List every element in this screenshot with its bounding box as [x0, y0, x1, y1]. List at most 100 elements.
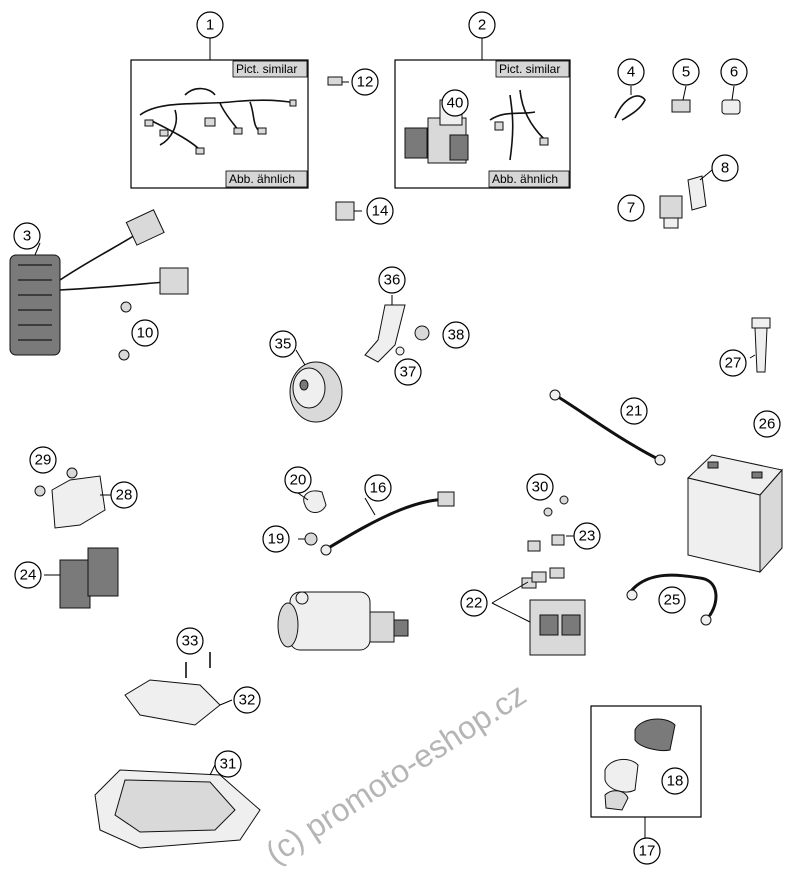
ground-cable [549, 389, 666, 466]
callout-10: 10 [131, 319, 159, 347]
callout-30: 30 [526, 473, 554, 501]
relay-holder-plate [687, 175, 707, 211]
handlebar-switch-box [590, 705, 702, 818]
callout-38: 38 [442, 321, 470, 349]
callout-20: 20 [284, 466, 312, 494]
svg-text:17: 17 [639, 843, 656, 860]
horn-washer [395, 346, 405, 356]
harness-aux-label-bottom: Abb. ähnlich [488, 170, 570, 188]
svg-text:Pict. similar: Pict. similar [236, 62, 297, 76]
svg-text:10: 10 [137, 325, 154, 342]
svg-text:14: 14 [372, 203, 389, 220]
svg-text:22: 22 [466, 595, 483, 612]
callout-33: 33 [176, 627, 204, 655]
callout-24: 24 [14, 561, 42, 589]
callout-18: 18 [661, 767, 689, 795]
battery-tray [94, 769, 261, 849]
screw-30b [559, 495, 569, 505]
svg-text:37: 37 [400, 364, 417, 381]
svg-text:1: 1 [206, 17, 214, 34]
svg-text:Abb. ähnlich: Abb. ähnlich [492, 172, 558, 186]
svg-text:30: 30 [532, 479, 549, 496]
handlebar-switch-illustration [604, 718, 676, 811]
relay-small [659, 195, 683, 229]
harness-main-label-top: Pict. similar [232, 60, 308, 78]
svg-text:35: 35 [275, 336, 292, 353]
svg-text:18: 18 [667, 773, 684, 790]
harness-main-box: Pict. similar Abb. ähnlich [130, 59, 309, 189]
relay-cover-a [59, 559, 91, 609]
grommet-clip [721, 99, 741, 115]
screw-30a [543, 507, 553, 517]
harness-aux-label-top: Pict. similar [495, 60, 570, 78]
relay-cover-b [87, 547, 119, 597]
svg-text:Abb. ähnlich: Abb. ähnlich [229, 172, 295, 186]
svg-text:36: 36 [384, 272, 401, 289]
svg-text:3: 3 [23, 228, 31, 245]
horn-nut [414, 325, 430, 341]
svg-text:25: 25 [664, 592, 681, 609]
callout-8: 8 [711, 154, 739, 182]
callout-31: 31 [214, 750, 242, 778]
svg-text:20: 20 [290, 472, 307, 489]
starter-cable [320, 491, 455, 556]
svg-text:33: 33 [182, 633, 199, 650]
callout-3: 3 [13, 222, 41, 250]
svg-text:7: 7 [627, 200, 635, 217]
svg-text:38: 38 [448, 327, 465, 344]
callout-19: 19 [262, 525, 290, 553]
connector-small [335, 201, 355, 221]
fuse-set-b [527, 534, 565, 552]
callout-23: 23 [573, 522, 601, 550]
callout-35: 35 [269, 330, 297, 358]
callout-28: 28 [110, 481, 138, 509]
svg-text:Pict. similar: Pict. similar [499, 62, 560, 76]
cable-clip [671, 99, 691, 113]
svg-text:23: 23 [579, 528, 596, 545]
horn [289, 361, 343, 423]
svg-text:28: 28 [116, 487, 133, 504]
callout-7: 7 [617, 194, 645, 222]
watermark-text: (c) promoto-eshop.cz [259, 676, 532, 871]
callout-32: 32 [233, 686, 261, 714]
svg-text:29: 29 [35, 452, 52, 469]
relay-bracket-illustration [404, 89, 549, 164]
screw-29a [34, 485, 46, 497]
callout-29: 29 [29, 446, 57, 474]
callout-36: 36 [378, 266, 406, 294]
harness-aux-box: Pict. similar Abb. ähnlich [394, 59, 571, 189]
voltage-regulator [9, 209, 189, 356]
callout-12: 12 [351, 68, 379, 96]
harness-main-label-bottom: Abb. ähnlich [225, 170, 308, 188]
callout-22: 22 [460, 589, 488, 617]
callout-40: 40 [441, 89, 469, 117]
fuse-puller [751, 317, 771, 373]
callout-16: 16 [364, 474, 392, 502]
callout-1: 1 [196, 11, 224, 39]
screw-29b [66, 467, 78, 479]
svg-text:31: 31 [220, 756, 237, 773]
svg-text:32: 32 [239, 692, 256, 709]
callout-14: 14 [366, 197, 394, 225]
horn-bracket [364, 304, 406, 363]
callout-25: 25 [658, 586, 686, 614]
callout-27: 27 [719, 349, 747, 377]
svg-text:5: 5 [682, 64, 690, 81]
svg-text:6: 6 [730, 64, 738, 81]
bolt-10a [120, 301, 132, 313]
callout-2: 2 [468, 11, 496, 39]
terminal-cap [303, 490, 327, 513]
callout-6: 6 [720, 58, 748, 86]
svg-text:16: 16 [370, 480, 387, 497]
starter-relay [529, 599, 586, 656]
callout-26: 26 [753, 410, 781, 438]
svg-text:26: 26 [759, 416, 776, 433]
svg-text:27: 27 [725, 355, 742, 372]
starter-motor [277, 591, 409, 651]
mounting-plate [51, 475, 106, 529]
svg-text:21: 21 [626, 403, 643, 420]
battery [686, 454, 783, 574]
terminal-nut [304, 532, 318, 546]
callout-17: 17 [633, 837, 661, 865]
